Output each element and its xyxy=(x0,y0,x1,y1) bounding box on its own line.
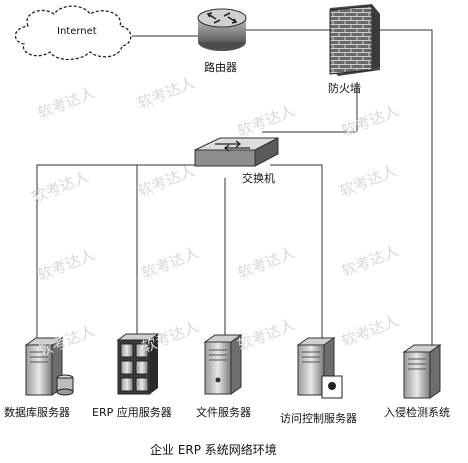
ids-server-icon xyxy=(402,344,442,399)
router-icon xyxy=(197,8,247,51)
file-server-icon xyxy=(203,334,243,395)
switch-icon xyxy=(194,137,279,167)
database-server-icon xyxy=(24,337,74,396)
server-label-file: 文件服务器 xyxy=(196,406,251,419)
internet-cloud-icon xyxy=(14,5,132,61)
firewall-label: 防火墙 xyxy=(328,82,361,95)
internet-label: Internet xyxy=(57,26,97,37)
switch-label: 交换机 xyxy=(242,172,275,185)
server-label-erp-app: ERP 应用服务器 xyxy=(92,406,172,419)
firewall-icon xyxy=(329,4,380,76)
server-label-ids: 入侵检测系统 xyxy=(384,406,450,419)
router-label: 路由器 xyxy=(204,61,237,74)
server-label-database: 数据库服务器 xyxy=(4,406,70,419)
erp-app-server-icon xyxy=(116,333,160,395)
diagram-caption: 企业 ERP 系统网络环境 xyxy=(150,443,277,457)
connection-lines xyxy=(36,29,433,352)
server-label-access-control: 访问控制服务器 xyxy=(280,412,357,425)
access-control-server-icon xyxy=(296,337,343,399)
